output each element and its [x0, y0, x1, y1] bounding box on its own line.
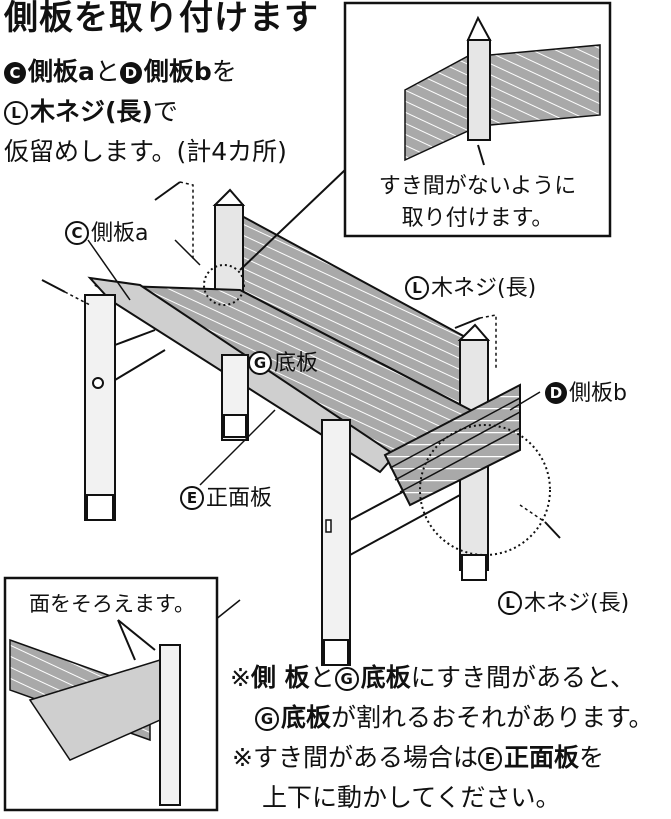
label-text: 木ネジ(長): [431, 276, 537, 301]
note-text: にすき間があると、: [410, 663, 635, 692]
part-mark-g: G: [255, 707, 279, 731]
part-mark-c: C: [4, 62, 26, 84]
callout-box-top: [343, 1, 612, 238]
part-mark-e: E: [477, 747, 502, 771]
note-text: ※すき間がある場合は: [232, 743, 478, 772]
label-text: 側板b: [569, 381, 627, 406]
screw-icon: [154, 181, 194, 260]
part-name-side-b: 側板b: [143, 57, 212, 86]
screw-icon: [519, 504, 561, 539]
note-mark: ※: [230, 663, 251, 692]
particle: を: [211, 57, 237, 86]
side-panel-b: [383, 383, 521, 507]
note-bold: 側 板: [250, 663, 310, 692]
front-right-leg: [321, 419, 351, 666]
part-mark-l: L: [4, 101, 28, 125]
part-mark-d: D: [119, 62, 142, 84]
note-text: が割れるおそれがあります。: [331, 703, 654, 732]
conjunction: と: [94, 57, 120, 86]
note-bold: 正面板: [503, 743, 579, 772]
screw-icon: [454, 314, 497, 370]
label-text: 木ネジ(長): [524, 591, 630, 616]
part-mark-l: L: [405, 276, 429, 300]
part-mark-g: G: [334, 667, 359, 691]
part-mark-c: C: [65, 221, 89, 245]
part-mark-d: D: [545, 382, 567, 404]
detail-circle-top: [203, 264, 245, 306]
particle: で: [152, 97, 178, 126]
note-text: を: [578, 743, 604, 772]
front-left-leg: [84, 294, 116, 521]
note-text: と: [309, 663, 335, 692]
label-text: 側板a: [91, 221, 149, 246]
page-title: 側板を取り付けます: [4, 0, 319, 38]
part-mark-l: L: [498, 591, 522, 615]
callout-top-text: すき間がないように 取り付けます。: [350, 168, 605, 232]
middle-left-leg: [221, 354, 249, 441]
detail-circle-side-b: [419, 424, 551, 556]
callout-box-bottom: [3, 576, 219, 812]
callout-top-line-2: 取り付けます。: [401, 206, 554, 231]
label-text: 底板: [274, 351, 319, 376]
callout-bottom-label: 面をそろえます。: [29, 592, 195, 616]
part-name-screw: 木ネジ(長): [30, 97, 153, 126]
part-name-side-a: 側板a: [28, 57, 95, 86]
part-mark-e: E: [180, 486, 204, 510]
instruction-line-3: 仮留めします。(計4カ所): [4, 137, 287, 166]
label-text: 正面板: [206, 486, 273, 511]
note-line-4: 上下に動かしてください。: [262, 783, 561, 812]
callout-top-line-1: すき間がないように: [378, 174, 577, 199]
callout-bottom-text: 面をそろえます。: [12, 588, 212, 618]
note-bold: 底板: [281, 703, 332, 732]
note-bold: 底板: [360, 663, 411, 692]
screw-icon: [41, 279, 91, 306]
part-mark-g: G: [248, 351, 272, 375]
